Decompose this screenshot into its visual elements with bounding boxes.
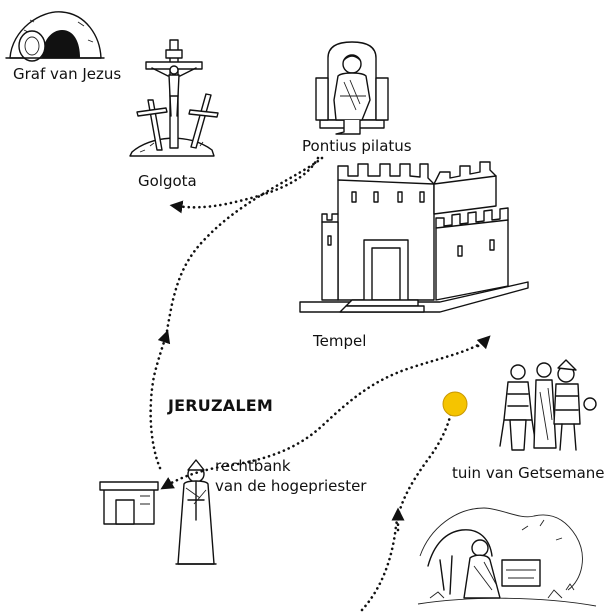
route-rechtbank-to-pilatus — [149, 329, 171, 470]
high-priest-court-icon — [99, 459, 217, 565]
label-pontius-pilatus: Pontius pilatus — [302, 137, 412, 155]
route-lines — [149, 156, 491, 612]
garden-prayer-icon — [417, 507, 597, 607]
label-van-de-hogepriester: van de hogepriester — [215, 477, 367, 495]
pilate-on-throne-icon — [315, 41, 389, 135]
route-pilatus-to-jeruzalem — [164, 156, 324, 342]
route-garden-to-tempel — [360, 400, 454, 612]
soldiers-arrest-icon — [499, 359, 597, 451]
route-tempel-to-rechtbank — [160, 338, 488, 490]
current-position-dot — [442, 391, 468, 417]
label-golgota: Golgota — [138, 172, 197, 190]
tomb-icon — [5, 11, 105, 62]
temple-castle-icon — [299, 161, 529, 313]
label-rechtbank: rechtbank — [215, 457, 291, 475]
label-jeruzalem: JERUZALEM — [168, 396, 274, 415]
label-tempel: Tempel — [313, 332, 367, 350]
route-pilatus-to-golgota — [169, 156, 320, 214]
route-into-tempel — [476, 335, 491, 350]
label-tuin-van-getsemane: tuin van Getsemane — [452, 464, 605, 482]
three-crosses-icon — [129, 39, 219, 157]
label-graf-van-jezus: Graf van Jezus — [13, 65, 122, 83]
